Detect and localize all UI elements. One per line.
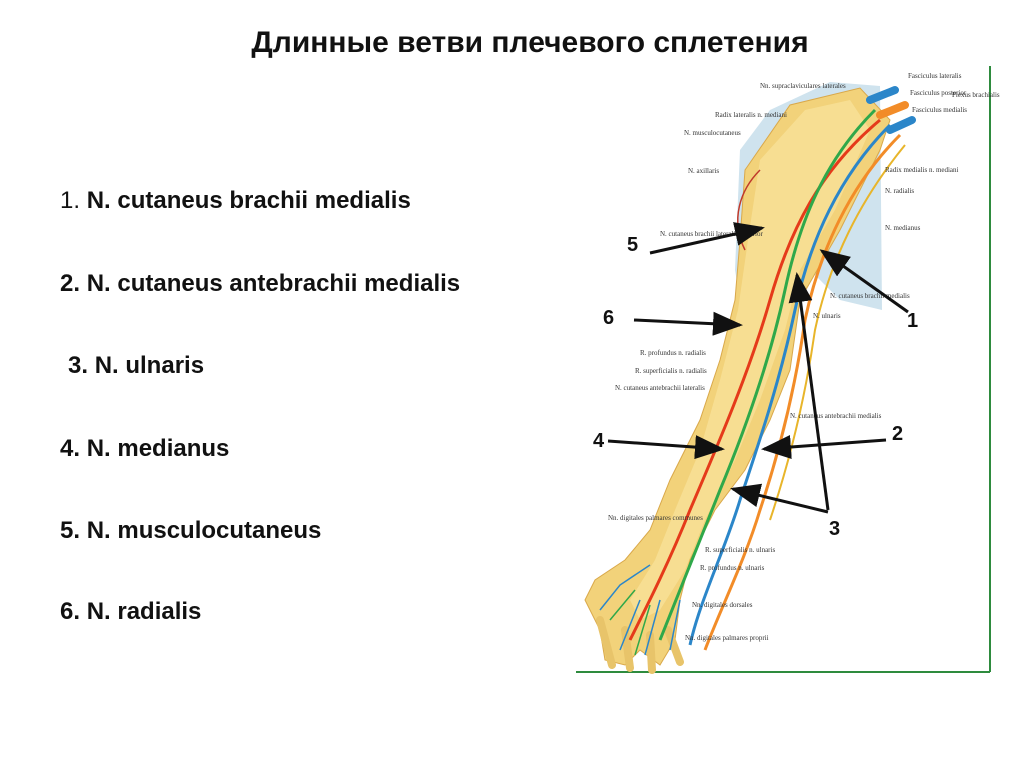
label-sup-uln: R. superficialis n. ulnaris	[705, 546, 775, 554]
list-number: 6.	[60, 598, 87, 625]
arrow-2	[761, 435, 887, 459]
arrow-6	[633, 311, 743, 336]
label-sup-rad: R. superficialis n. radialis	[635, 367, 707, 375]
label-prof-uln: R. profundus n. ulnaris	[700, 564, 765, 572]
list-number: 3.	[68, 352, 95, 379]
label-axillaris: N. axillaris	[688, 167, 719, 175]
list-item: 5. N. musculocutaneus	[60, 517, 321, 545]
arrow-1	[819, 249, 909, 314]
label-musculocut: N. musculocutaneus	[684, 129, 741, 137]
arrow-3a	[788, 272, 830, 511]
list-item: 3. N. ulnaris	[68, 352, 204, 380]
label-cut-antebr-lat: N. cutaneus antebrachii lateralis	[615, 384, 705, 392]
label-cut-brachii-lat: N. cutaneus brachii lateralis superior	[660, 230, 763, 238]
callout-6: 6	[603, 307, 614, 329]
label-fasc-med: Fasciculus medialis	[912, 106, 967, 114]
label-fasc-post: Fasciculus posterior	[910, 89, 967, 97]
slide-title: Длинные ветви плечевого сплетения	[251, 26, 809, 59]
list-text: N. ulnaris	[94, 352, 205, 379]
label-dig-palm-comm: Nn. digitales palmares communes	[608, 514, 703, 522]
list-number: 2.	[60, 270, 87, 297]
label-dig-dors: Nn. digitales dorsales	[692, 601, 753, 609]
label-fasc-lat: Fasciculus lateralis	[908, 72, 962, 80]
label-plexus: Plexus brachialis	[952, 91, 1000, 99]
list-item: 1. N. cutaneus brachii medialis	[60, 187, 411, 215]
label-radialis: N. radialis	[885, 187, 914, 195]
label-supraclav: Nn. supraclaviculares laterales	[760, 82, 846, 90]
arrow-5	[649, 222, 765, 255]
list-text: N. cutaneus antebrachii medialis	[86, 270, 461, 297]
label-radix-med: Radix medialis n. mediani	[885, 166, 959, 174]
list-number: 4.	[60, 435, 87, 462]
callout-2: 2	[892, 423, 903, 445]
label-dig-palm-propr: Nn. digitales palmares proprii	[685, 634, 769, 642]
list-item: 4. N. medianus	[60, 435, 229, 463]
list-item: 6. N. radialis	[60, 598, 201, 626]
arrow-3b	[730, 483, 829, 514]
label-prof-rad: R. profundus n. radialis	[640, 349, 706, 357]
label-ulnaris: N. ulnaris	[813, 312, 841, 320]
callout-1: 1	[907, 310, 918, 332]
callout-5: 5	[627, 234, 638, 256]
list-item: 2. N. cutaneus antebrachii medialis	[60, 270, 460, 298]
arrow-4	[607, 435, 725, 460]
callout-4: 4	[593, 430, 605, 452]
list-text: N. medianus	[86, 435, 230, 462]
label-medianus: N. medianus	[885, 224, 921, 232]
list-number: 1.	[60, 187, 87, 214]
label-cut-brachii-med: N. cutaneus brachii medialis	[830, 292, 910, 300]
list-text: N. radialis	[86, 598, 202, 625]
label-radix-lat: Radix lateralis n. mediani	[715, 111, 787, 119]
callout-3: 3	[829, 518, 840, 540]
list-text: N. musculocutaneus	[86, 517, 322, 544]
list-number: 5.	[60, 517, 87, 544]
list-text: N. cutaneus brachii medialis	[86, 187, 411, 214]
label-cut-antebr-med: N. cutaneus antebrachii medialis	[790, 412, 882, 420]
